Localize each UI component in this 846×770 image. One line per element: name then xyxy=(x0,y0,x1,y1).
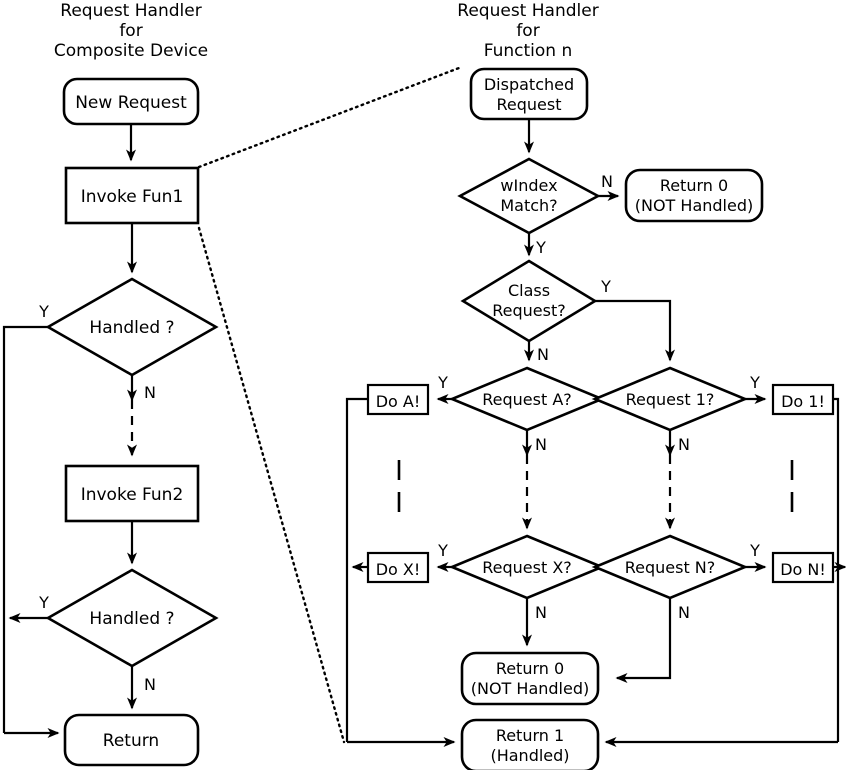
node-return0-not-handled-top xyxy=(624,168,764,223)
node-windex-line-1: wIndex xyxy=(500,176,557,195)
left-title-line-3: Composite Device xyxy=(54,41,208,61)
edge-label-handled2-no: N xyxy=(144,675,156,694)
node-class-line-2: Request? xyxy=(492,301,565,320)
node-new-request-label: New Request xyxy=(75,93,187,113)
node-request-1-label: Request 1? xyxy=(626,390,715,409)
edge-label-requesta-yes: Y xyxy=(437,373,448,392)
edge-label-request1-yes: Y xyxy=(749,373,760,392)
node-return0-top-line-1: Return 0 xyxy=(660,176,728,195)
node-invoke-fun1-label: Invoke Fun1 xyxy=(81,187,184,207)
node-windex-line-2: Match? xyxy=(500,196,557,215)
edge-label-requestx-yes: Y xyxy=(437,541,448,560)
left-panel-title: Request Handler for Composite Device xyxy=(54,1,208,61)
node-return0-not-handled-bottom xyxy=(460,651,600,706)
edge-label-requestn-no: N xyxy=(678,603,690,622)
edge-label-handled1-no: N xyxy=(144,383,156,402)
edge-class-yes-to-request1 xyxy=(595,299,675,362)
node-return1-line-2: (Handled) xyxy=(490,746,569,765)
node-do-n xyxy=(771,551,835,584)
node-do-1-label: Do 1! xyxy=(781,392,825,411)
node-handled-decision-1-label: Handled ? xyxy=(89,318,174,338)
node-do-x xyxy=(366,551,430,584)
node-do-x-label: Do X! xyxy=(376,560,421,579)
node-handled-decision-2-label: Handled ? xyxy=(89,609,174,629)
edge-do1-to-right-rail xyxy=(833,397,840,742)
node-do-a-label: Do A! xyxy=(376,392,421,411)
node-dispatched-request-line-2: Request xyxy=(497,95,562,114)
node-return1-line-1: Return 1 xyxy=(496,726,564,745)
edge-label-windex-no: N xyxy=(601,172,613,191)
node-invoke-fun2 xyxy=(64,464,200,523)
edge-label-class-yes: Y xyxy=(600,277,611,296)
node-return0-top-line-2: (NOT Handled) xyxy=(635,196,753,215)
edge-label-requestn-yes: Y xyxy=(749,541,760,560)
edge-label-handled2-yes: Y xyxy=(38,593,49,612)
edge-label-request1-no: N xyxy=(678,435,690,454)
node-return0-line-2: (NOT Handled) xyxy=(471,679,589,698)
node-return1-handled xyxy=(460,718,600,770)
node-class-line-1: Class xyxy=(508,281,550,300)
node-invoke-fun2-label: Invoke Fun2 xyxy=(81,485,184,505)
dotted-connector-top xyxy=(197,66,461,169)
edge-label-requesta-no: N xyxy=(535,435,547,454)
edge-doa-to-left-rail xyxy=(345,397,368,742)
node-dispatched-request-line-1: Dispatched xyxy=(484,75,574,94)
node-return xyxy=(63,713,200,767)
right-title-line-3: Function n xyxy=(484,41,573,61)
edge-requestn-no-to-return0 xyxy=(615,598,672,683)
edge-label-class-no: N xyxy=(537,345,549,364)
right-title-line-1: Request Handler xyxy=(457,1,598,21)
left-title-line-2: for xyxy=(119,21,142,41)
edge-handled1-yes-to-return xyxy=(2,325,48,733)
node-return-label: Return xyxy=(103,731,159,751)
node-invoke-fun1 xyxy=(64,166,200,225)
dotted-connector-bottom xyxy=(197,226,346,744)
node-request-a-label: Request A? xyxy=(482,390,572,409)
edge-label-handled1-yes: Y xyxy=(38,302,49,321)
node-request-n-label: Request N? xyxy=(625,558,716,577)
edge-label-requestx-no: N xyxy=(535,603,547,622)
right-title-line-2: for xyxy=(516,21,539,41)
node-do-n-label: Do N! xyxy=(780,560,826,579)
right-panel-title: Request Handler for Function n xyxy=(457,1,598,61)
edge-label-windex-yes: Y xyxy=(535,238,546,257)
left-title-line-1: Request Handler xyxy=(60,1,201,21)
node-request-x-label: Request X? xyxy=(482,558,572,577)
node-return0-line-1: Return 0 xyxy=(496,659,564,678)
